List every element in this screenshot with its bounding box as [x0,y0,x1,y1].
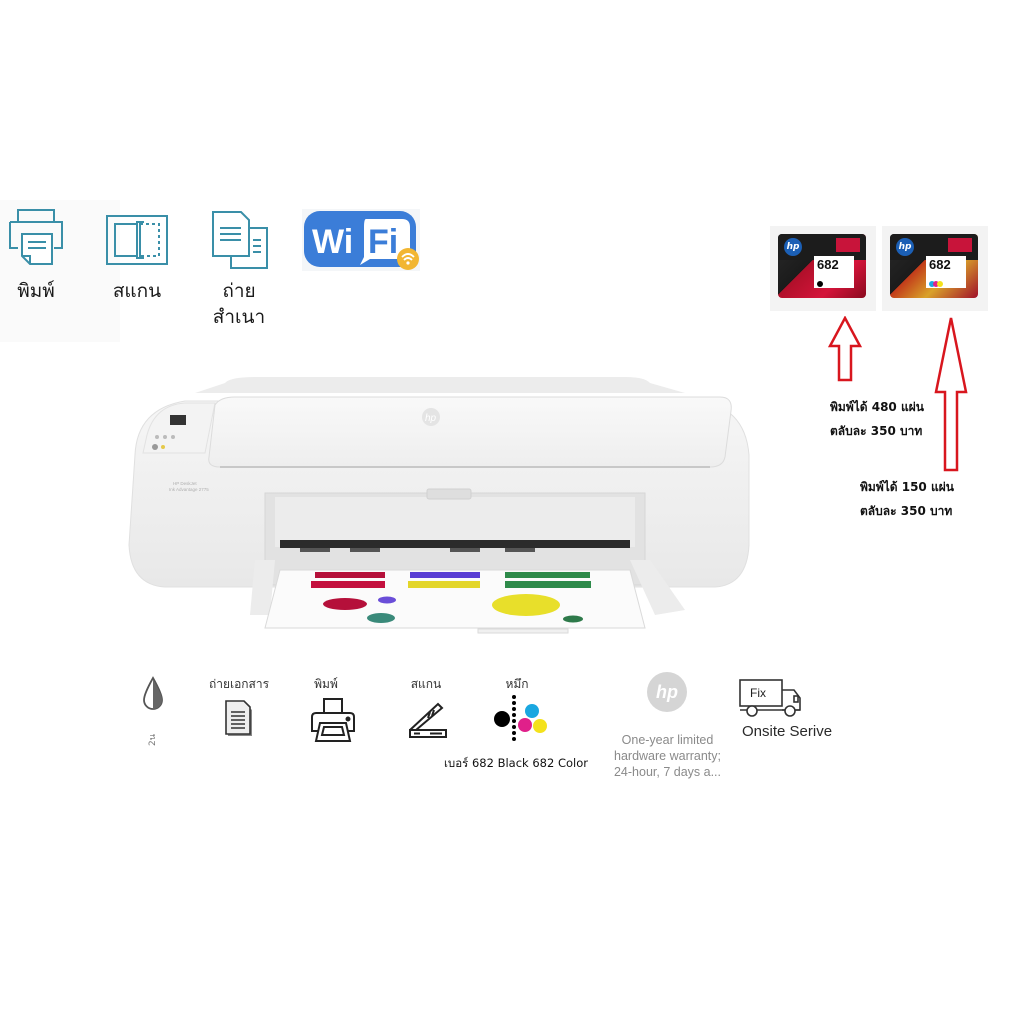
warranty-line2: hardware warranty; [614,749,721,763]
onsite-service-label: Onsite Serive [742,723,833,740]
black-price: ตลับละ 350 บาท [830,424,923,438]
arrow-up-icon [934,316,968,476]
printer-icon [310,697,356,747]
color-price: ตลับละ 350 บาท [860,504,953,518]
wifi-fi-text: Fi [368,223,398,261]
warranty-line3: 24-hour, 7 days a... [613,765,721,779]
hp-logo-icon: hp [425,413,437,424]
feature-panel-bg [0,200,120,342]
yellow-ink-dot-icon [937,281,943,287]
printer-icon [6,208,66,266]
feature-copy-label: ถ่าย สำเนา [205,278,273,330]
black-cartridge-caption: พิมพ์ได้ 480 แผ่น ตลับละ 350 บาท [830,395,924,443]
hp-logo-icon: hp [896,238,914,256]
hp-logo-icon: hp [784,238,802,256]
document-copy-icon [224,698,256,742]
magenta-ink-dot-icon [933,281,939,287]
arrow-up-icon [827,315,863,386]
cartridge-model: 682 [817,257,839,272]
color-cartridge-caption: พิมพ์ได้ 150 แผ่น ตลับละ 350 บาท [860,475,954,523]
wifi-badge: Wi Fi [302,209,420,271]
wifi-wi-text: Wi [312,223,353,261]
printer-model-label: HP DeskJet [173,481,197,486]
scanner-icon [408,700,448,744]
hp-logo-icon: hp [647,672,687,712]
printer-image: hp HP DeskJet Ink Advantage 2775 [125,375,755,635]
cartridge-tag [836,238,860,252]
delivery-truck-icon: Fix [738,678,804,722]
black-ink-dot-icon [817,281,823,287]
ink-drop-icon [141,676,165,716]
feature-print-label: พิมพ์ [17,280,55,302]
cartridge-model: 682 [929,257,951,272]
feature-copy-label-line2: สำเนา [212,306,266,328]
spec-ink-label: หมึก [505,677,529,691]
cyan-ink-dot-icon [929,281,935,287]
scan-icon [105,214,169,266]
spec-print-label: พิมพ์ [314,677,338,691]
spec-scan-label: สแกน [410,677,442,691]
black-yield: พิมพ์ได้ 480 แผ่น [830,400,924,414]
cartridge-black-image: hp 682 [770,226,876,311]
ink-drop-label: 2น [147,734,158,746]
ink-model-text: เบอร์ 682 Black 682 Color [444,756,588,770]
color-yield: พิมพ์ได้ 150 แผ่น [860,480,954,494]
cartridge-color-image: hp 682 [882,226,988,311]
warranty-text: One-year limited hardware warranty; 24-h… [600,732,735,780]
cartridge-tag [948,238,972,252]
feature-scan-label: สแกน [112,280,162,302]
ink-dots-icon [492,693,554,749]
fix-text: Fix [750,686,766,700]
svg-text:Ink Advantage 2775: Ink Advantage 2775 [169,487,209,492]
warranty-line1: One-year limited [621,733,714,747]
spec-copy-label: ถ่ายเอกสาร [208,677,270,691]
copy-icon [211,210,271,272]
feature-copy-label-line1: ถ่าย [222,280,256,302]
